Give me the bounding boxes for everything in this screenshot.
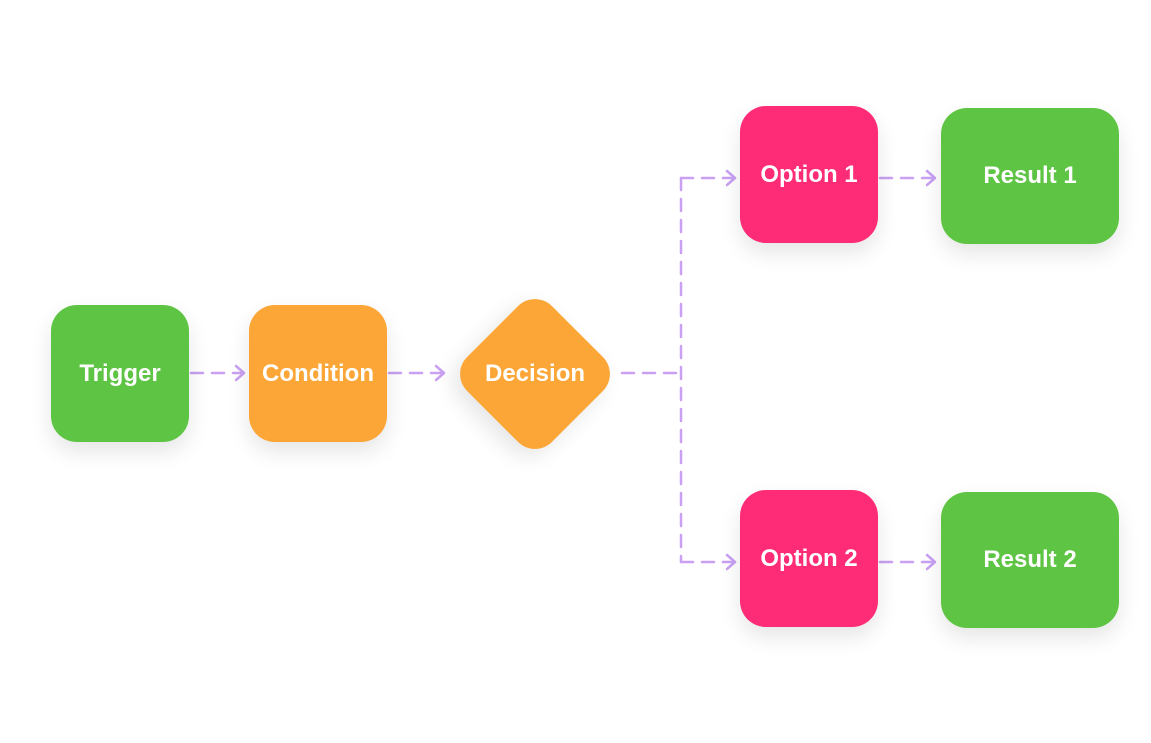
arrowhead-option2 <box>725 553 737 571</box>
node-trigger[interactable]: Trigger <box>51 305 189 442</box>
arrowhead-decision <box>434 364 446 382</box>
node-result-1-label: Result 1 <box>983 162 1077 189</box>
arrowhead-condition <box>234 364 246 382</box>
arrowhead-result2 <box>925 553 937 571</box>
node-option-1[interactable]: Option 1 <box>740 106 878 243</box>
node-condition-label: Condition <box>262 359 374 387</box>
node-result-2-label: Result 2 <box>983 546 1077 573</box>
node-decision[interactable]: Decision <box>447 286 623 462</box>
node-trigger-label: Trigger <box>79 359 161 387</box>
node-option-1-label: Option 1 <box>760 160 858 188</box>
arrowhead-option1 <box>725 169 737 187</box>
node-option-2-label: Option 2 <box>760 544 858 572</box>
node-result-1[interactable]: Result 1 <box>941 108 1119 244</box>
node-decision-label: Decision <box>484 360 586 387</box>
node-condition[interactable]: Condition <box>249 305 387 442</box>
node-result-2[interactable]: Result 2 <box>941 492 1119 628</box>
arrowhead-result1 <box>925 169 937 187</box>
node-option-2[interactable]: Option 2 <box>740 490 878 627</box>
